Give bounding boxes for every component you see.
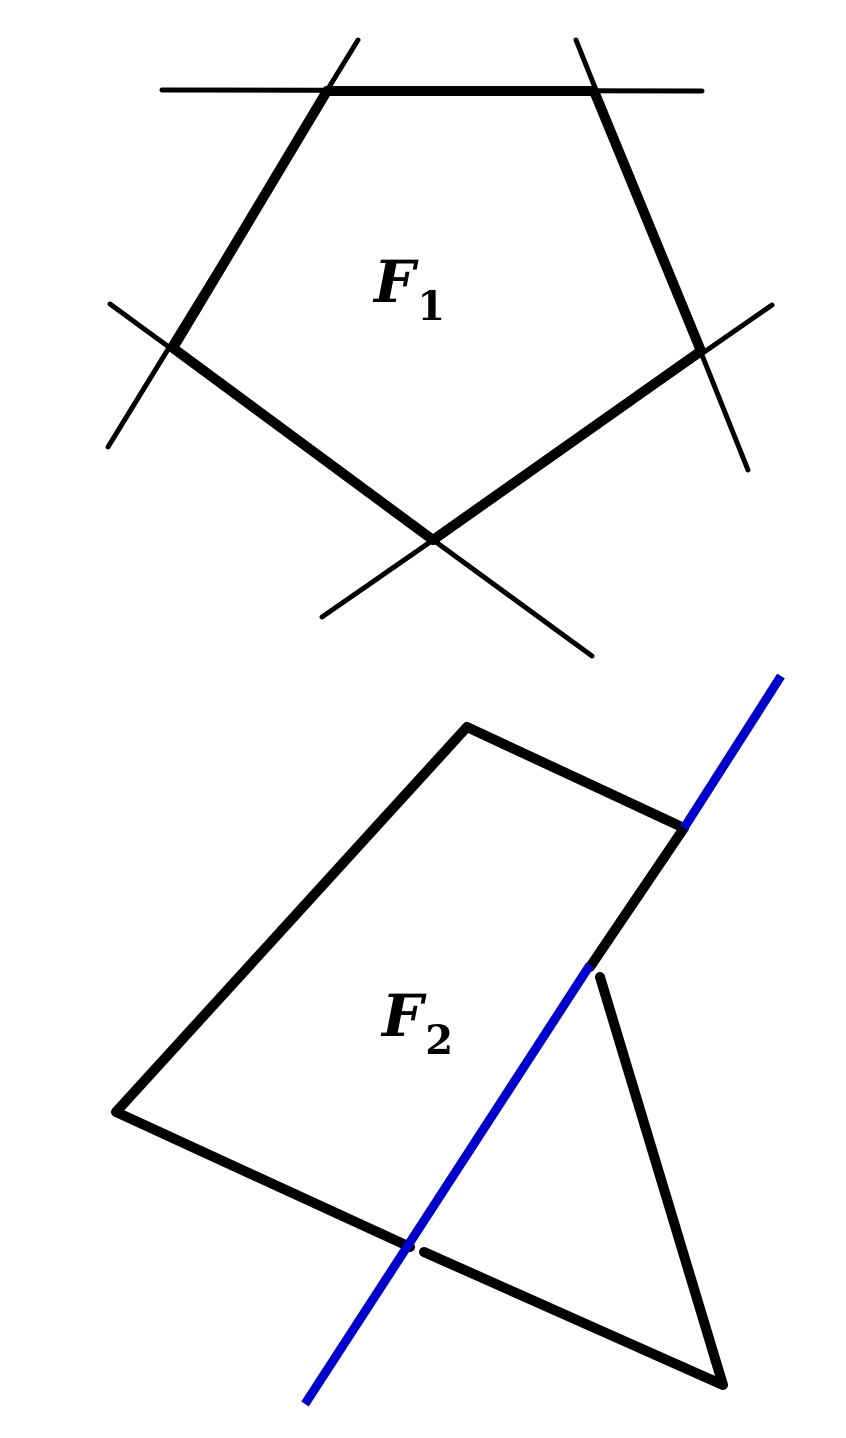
f2-cut-line-upper xyxy=(680,673,785,831)
figure-f1: F1 xyxy=(105,37,775,659)
f2-boundary-lower xyxy=(419,972,728,1390)
f2-boundary-upper xyxy=(111,722,689,1252)
f2-label: F2 xyxy=(380,982,453,1064)
figure-f2: F2 xyxy=(111,673,785,1407)
f1-label: F1 xyxy=(372,248,445,330)
f1-pentagon xyxy=(168,86,706,545)
f2-cut-line-lower xyxy=(301,962,594,1407)
